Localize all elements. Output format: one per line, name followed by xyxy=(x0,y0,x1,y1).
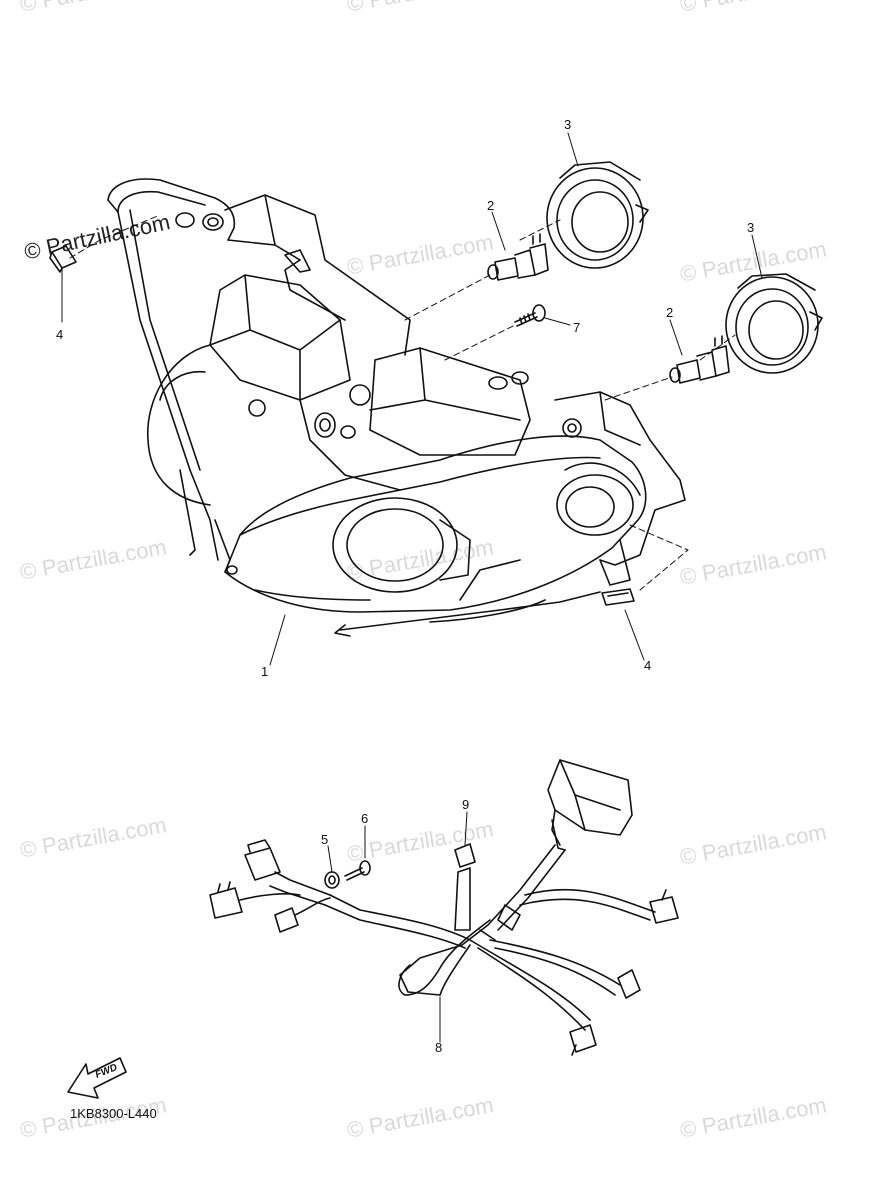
callout-1: 1 xyxy=(261,664,269,679)
bulb-lower xyxy=(669,335,730,384)
headlight-assembly xyxy=(107,178,686,637)
callout-4-lower: 4 xyxy=(644,658,652,673)
socket-cover-lower xyxy=(725,273,823,374)
screw-7 xyxy=(514,304,546,327)
callout-2-upper: 2 xyxy=(487,198,495,213)
callout-9: 9 xyxy=(462,797,470,812)
callout-7: 7 xyxy=(573,320,581,335)
clip-upper xyxy=(49,245,77,273)
socket-cover-upper xyxy=(546,161,649,269)
diagram-code: 1KB8300-L440 xyxy=(70,1106,157,1121)
callout-6: 6 xyxy=(361,811,369,826)
callout-5: 5 xyxy=(321,832,329,847)
clip-lower xyxy=(601,588,635,606)
callout-8: 8 xyxy=(435,1040,443,1055)
callout-3-upper: 3 xyxy=(564,117,572,132)
bulb-upper xyxy=(487,233,549,281)
callout-2-lower: 2 xyxy=(666,305,674,320)
fwd-arrow-icon xyxy=(67,1057,127,1099)
callout-3-lower: 3 xyxy=(747,220,755,235)
callout-4-upper: 4 xyxy=(56,327,64,342)
assembly-guides xyxy=(69,214,736,591)
wire-harness xyxy=(209,759,679,1056)
leader-lines xyxy=(61,132,763,1043)
